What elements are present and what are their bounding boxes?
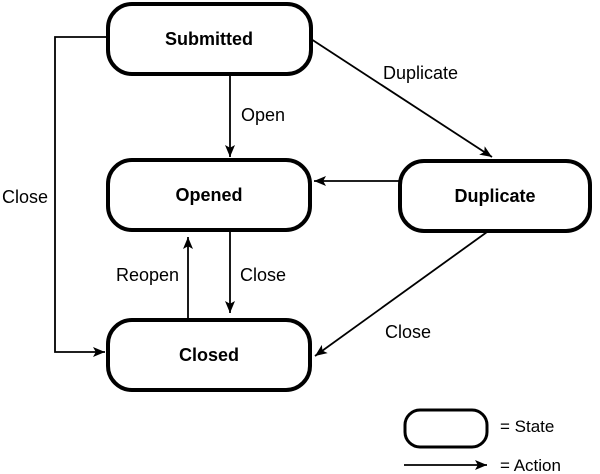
edge-label-reopen: Reopen: [116, 265, 179, 285]
edge-submitted-to-duplicate: [310, 38, 493, 158]
state-label: Opened: [175, 185, 242, 205]
state-label: Submitted: [165, 29, 253, 49]
legend: = State = Action: [403, 408, 561, 474]
state-node-submitted: Submitted: [106, 2, 313, 76]
state-node-opened: Opened: [106, 158, 312, 232]
state-shape: [106, 2, 313, 76]
state-label: Duplicate: [454, 186, 535, 206]
edge-label-close-left: Close: [2, 187, 48, 207]
edge-label-close-middle: Close: [240, 265, 286, 285]
state-shape: [106, 158, 312, 232]
edge-label-duplicate: Duplicate: [383, 63, 458, 83]
state-node-duplicate: Duplicate: [398, 159, 592, 233]
state-shape: [106, 318, 312, 392]
edge-submitted-to-closed: [54, 36, 108, 357]
edge-label-open: Open: [241, 105, 285, 125]
legend-state-shape: [403, 408, 489, 449]
state-shape: [398, 159, 592, 233]
legend-state-label: = State: [500, 417, 554, 436]
state-node-closed: Closed: [106, 318, 312, 392]
edge-duplicate-to-closed: [314, 231, 488, 357]
edges: Close Open Duplicate Close Reopen Close: [2, 36, 493, 357]
legend-action-label: = Action: [500, 456, 561, 474]
edge-label-close-right: Close: [385, 322, 431, 342]
state-label: Closed: [179, 345, 239, 365]
